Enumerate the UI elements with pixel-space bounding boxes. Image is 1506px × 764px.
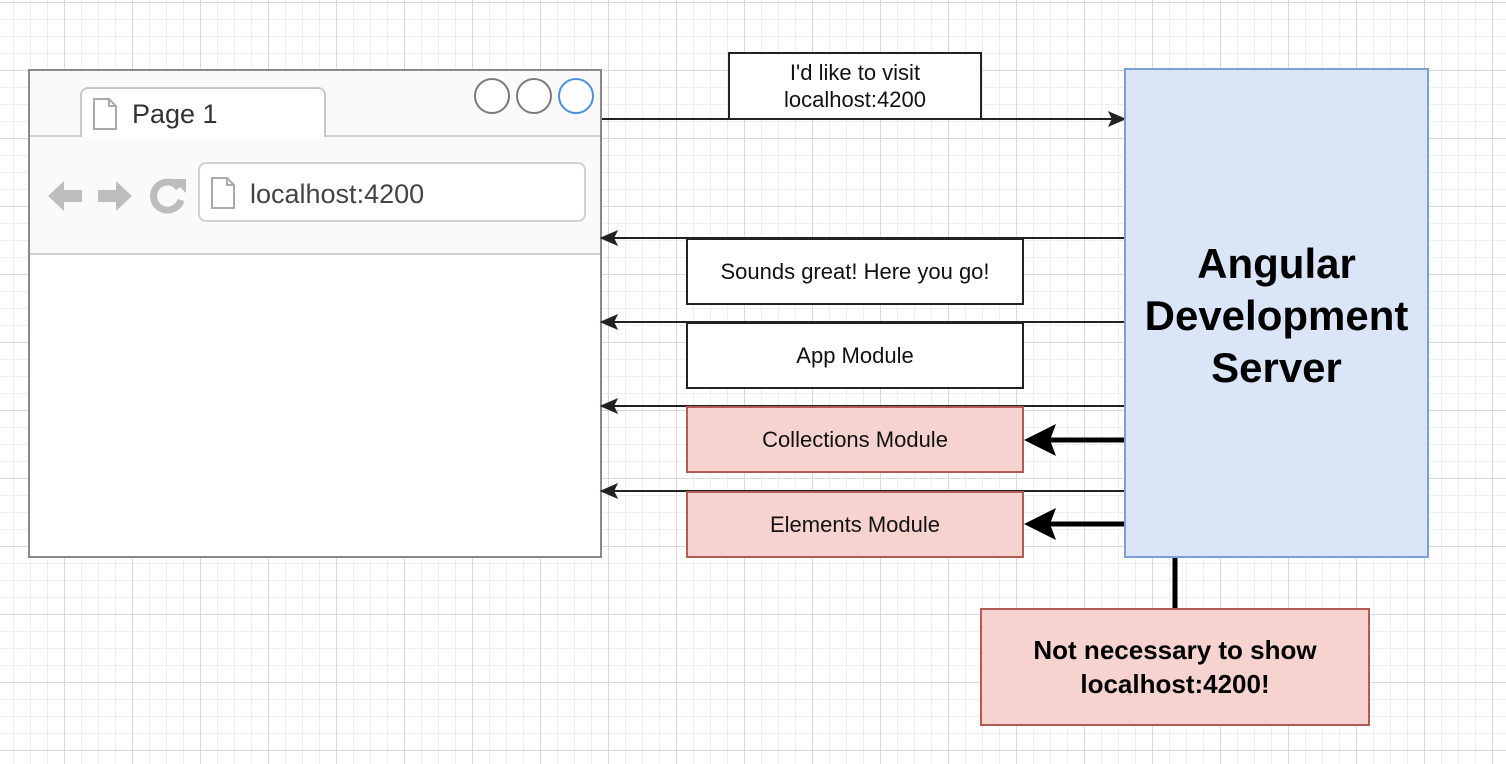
reload-icon[interactable] (148, 175, 188, 220)
angular-dev-server (1124, 68, 1429, 558)
window-minimize-button[interactable] (516, 78, 552, 114)
server-title: Angular Development Server (1144, 240, 1409, 391)
window-close-button[interactable] (474, 78, 510, 114)
forward-icon[interactable] (96, 177, 134, 220)
collections-module-box: Collections Module (686, 406, 1024, 473)
browser-window: Page 1 localhost:4200 (28, 69, 602, 558)
elements-module-box: Elements Module (686, 491, 1024, 558)
url-page-icon (210, 176, 236, 215)
tab-label: Page 1 (132, 99, 218, 129)
response-message: Sounds great! Here you go! (686, 238, 1024, 305)
note-box: Not necessary to show localhost:4200! (980, 608, 1370, 726)
request-message: I'd like to visit localhost:4200 (728, 52, 982, 120)
page-icon (92, 97, 118, 136)
back-icon[interactable] (46, 177, 84, 220)
app-module-box: App Module (686, 322, 1024, 389)
address-bar[interactable] (198, 162, 586, 222)
window-maximize-button[interactable] (558, 78, 594, 114)
browser-tab[interactable] (80, 87, 326, 139)
url-text: localhost:4200 (250, 179, 425, 209)
